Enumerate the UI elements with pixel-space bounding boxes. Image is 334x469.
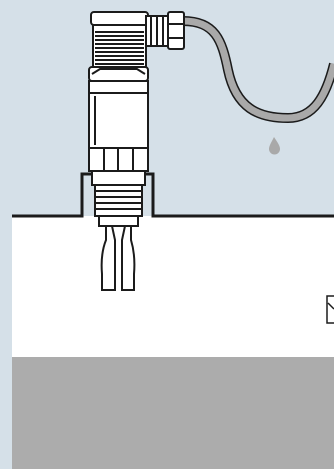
cable-core: [182, 17, 334, 122]
partial-icon-right-edge: [326, 295, 334, 324]
fork-tine-right: [121, 225, 136, 291]
thread: [94, 184, 143, 217]
process-connection: [91, 170, 146, 186]
water-droplet-icon: [269, 137, 280, 155]
sensor-head-cap: [90, 11, 149, 26]
fork-tine-left: [100, 225, 116, 291]
cable-gland: [167, 11, 185, 50]
level-switch-sensor: [88, 11, 185, 291]
sensor-shaft: [88, 92, 149, 149]
liquid-fill: [12, 357, 334, 469]
sensor-body: [88, 80, 149, 94]
fork-base: [98, 215, 139, 227]
